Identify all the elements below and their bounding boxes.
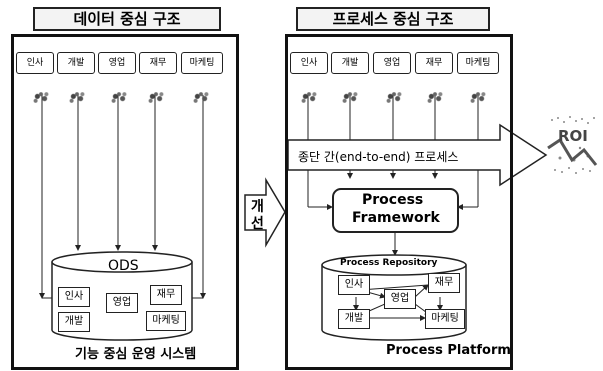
improve-label-1: 개: [251, 199, 264, 215]
right-dev-icon: [337, 88, 363, 106]
ods-item-finance: 재무: [150, 285, 182, 305]
roi-label: ROI: [558, 127, 588, 145]
left-hr-icon: [28, 88, 54, 106]
left-panel: [11, 34, 239, 370]
roi-bars: [547, 137, 598, 166]
right-panel: [285, 34, 513, 370]
process-framework-box: [332, 188, 459, 233]
left-dept-sales: 영업: [98, 52, 136, 74]
ods-item-dev: 개발: [58, 312, 90, 332]
right-title-text: 프로세스 중심 구조: [332, 10, 454, 28]
left-marketing-icon: [188, 88, 214, 106]
left-dept-dev: 개발: [57, 52, 95, 74]
end-to-end-label: 종단 간(end-to-end) 프로세스: [298, 150, 459, 164]
right-dept-dev: 개발: [331, 52, 369, 74]
left-title: 데이터 중심 구조: [33, 7, 221, 31]
right-dept-hr: 인사: [290, 52, 328, 74]
right-marketing-icon: [465, 88, 491, 106]
repository-label: Process Repository: [340, 258, 438, 268]
left-title-text: 데이터 중심 구조: [73, 10, 181, 28]
left-finance-icon: [143, 88, 169, 106]
left-dept-finance: 재무: [139, 52, 177, 74]
right-title: 프로세스 중심 구조: [296, 7, 490, 31]
roi-speckle: [551, 116, 595, 174]
repo-item-dev: 개발: [338, 309, 370, 329]
right-sales-icon: [381, 88, 407, 106]
left-dept-hr: 인사: [16, 52, 54, 74]
repo-item-finance: 재무: [428, 273, 460, 293]
improve-arrow: [244, 177, 286, 248]
ods-item-marketing: 마케팅: [146, 311, 186, 331]
right-dept-sales: 영업: [373, 52, 411, 74]
left-vertical-arrows: [39, 95, 206, 301]
right-footer: Process Platform: [386, 343, 511, 358]
left-dev-icon: [64, 88, 90, 106]
repo-item-marketing: 마케팅: [425, 309, 465, 329]
left-sales-icon: [106, 88, 132, 106]
end-to-end-arrow: [287, 123, 548, 187]
framework-line-1: Process: [362, 192, 424, 208]
improve-label-2: 선: [251, 216, 264, 232]
framework-line-2: Framework: [352, 210, 440, 226]
repo-item-hr: 인사: [338, 275, 370, 295]
right-dept-finance: 재무: [415, 52, 453, 74]
left-footer: 기능 중심 운영 시스템: [75, 347, 197, 362]
ods-label: ODS: [108, 258, 139, 274]
ods-item-sales: 영업: [106, 293, 138, 313]
right-hr-icon: [296, 88, 322, 106]
left-dept-marketing: 마케팅: [181, 52, 223, 74]
right-dept-marketing: 마케팅: [457, 52, 499, 74]
repo-item-sales: 영업: [384, 289, 416, 309]
ods-item-hr: 인사: [58, 287, 90, 307]
right-finance-icon: [422, 88, 448, 106]
